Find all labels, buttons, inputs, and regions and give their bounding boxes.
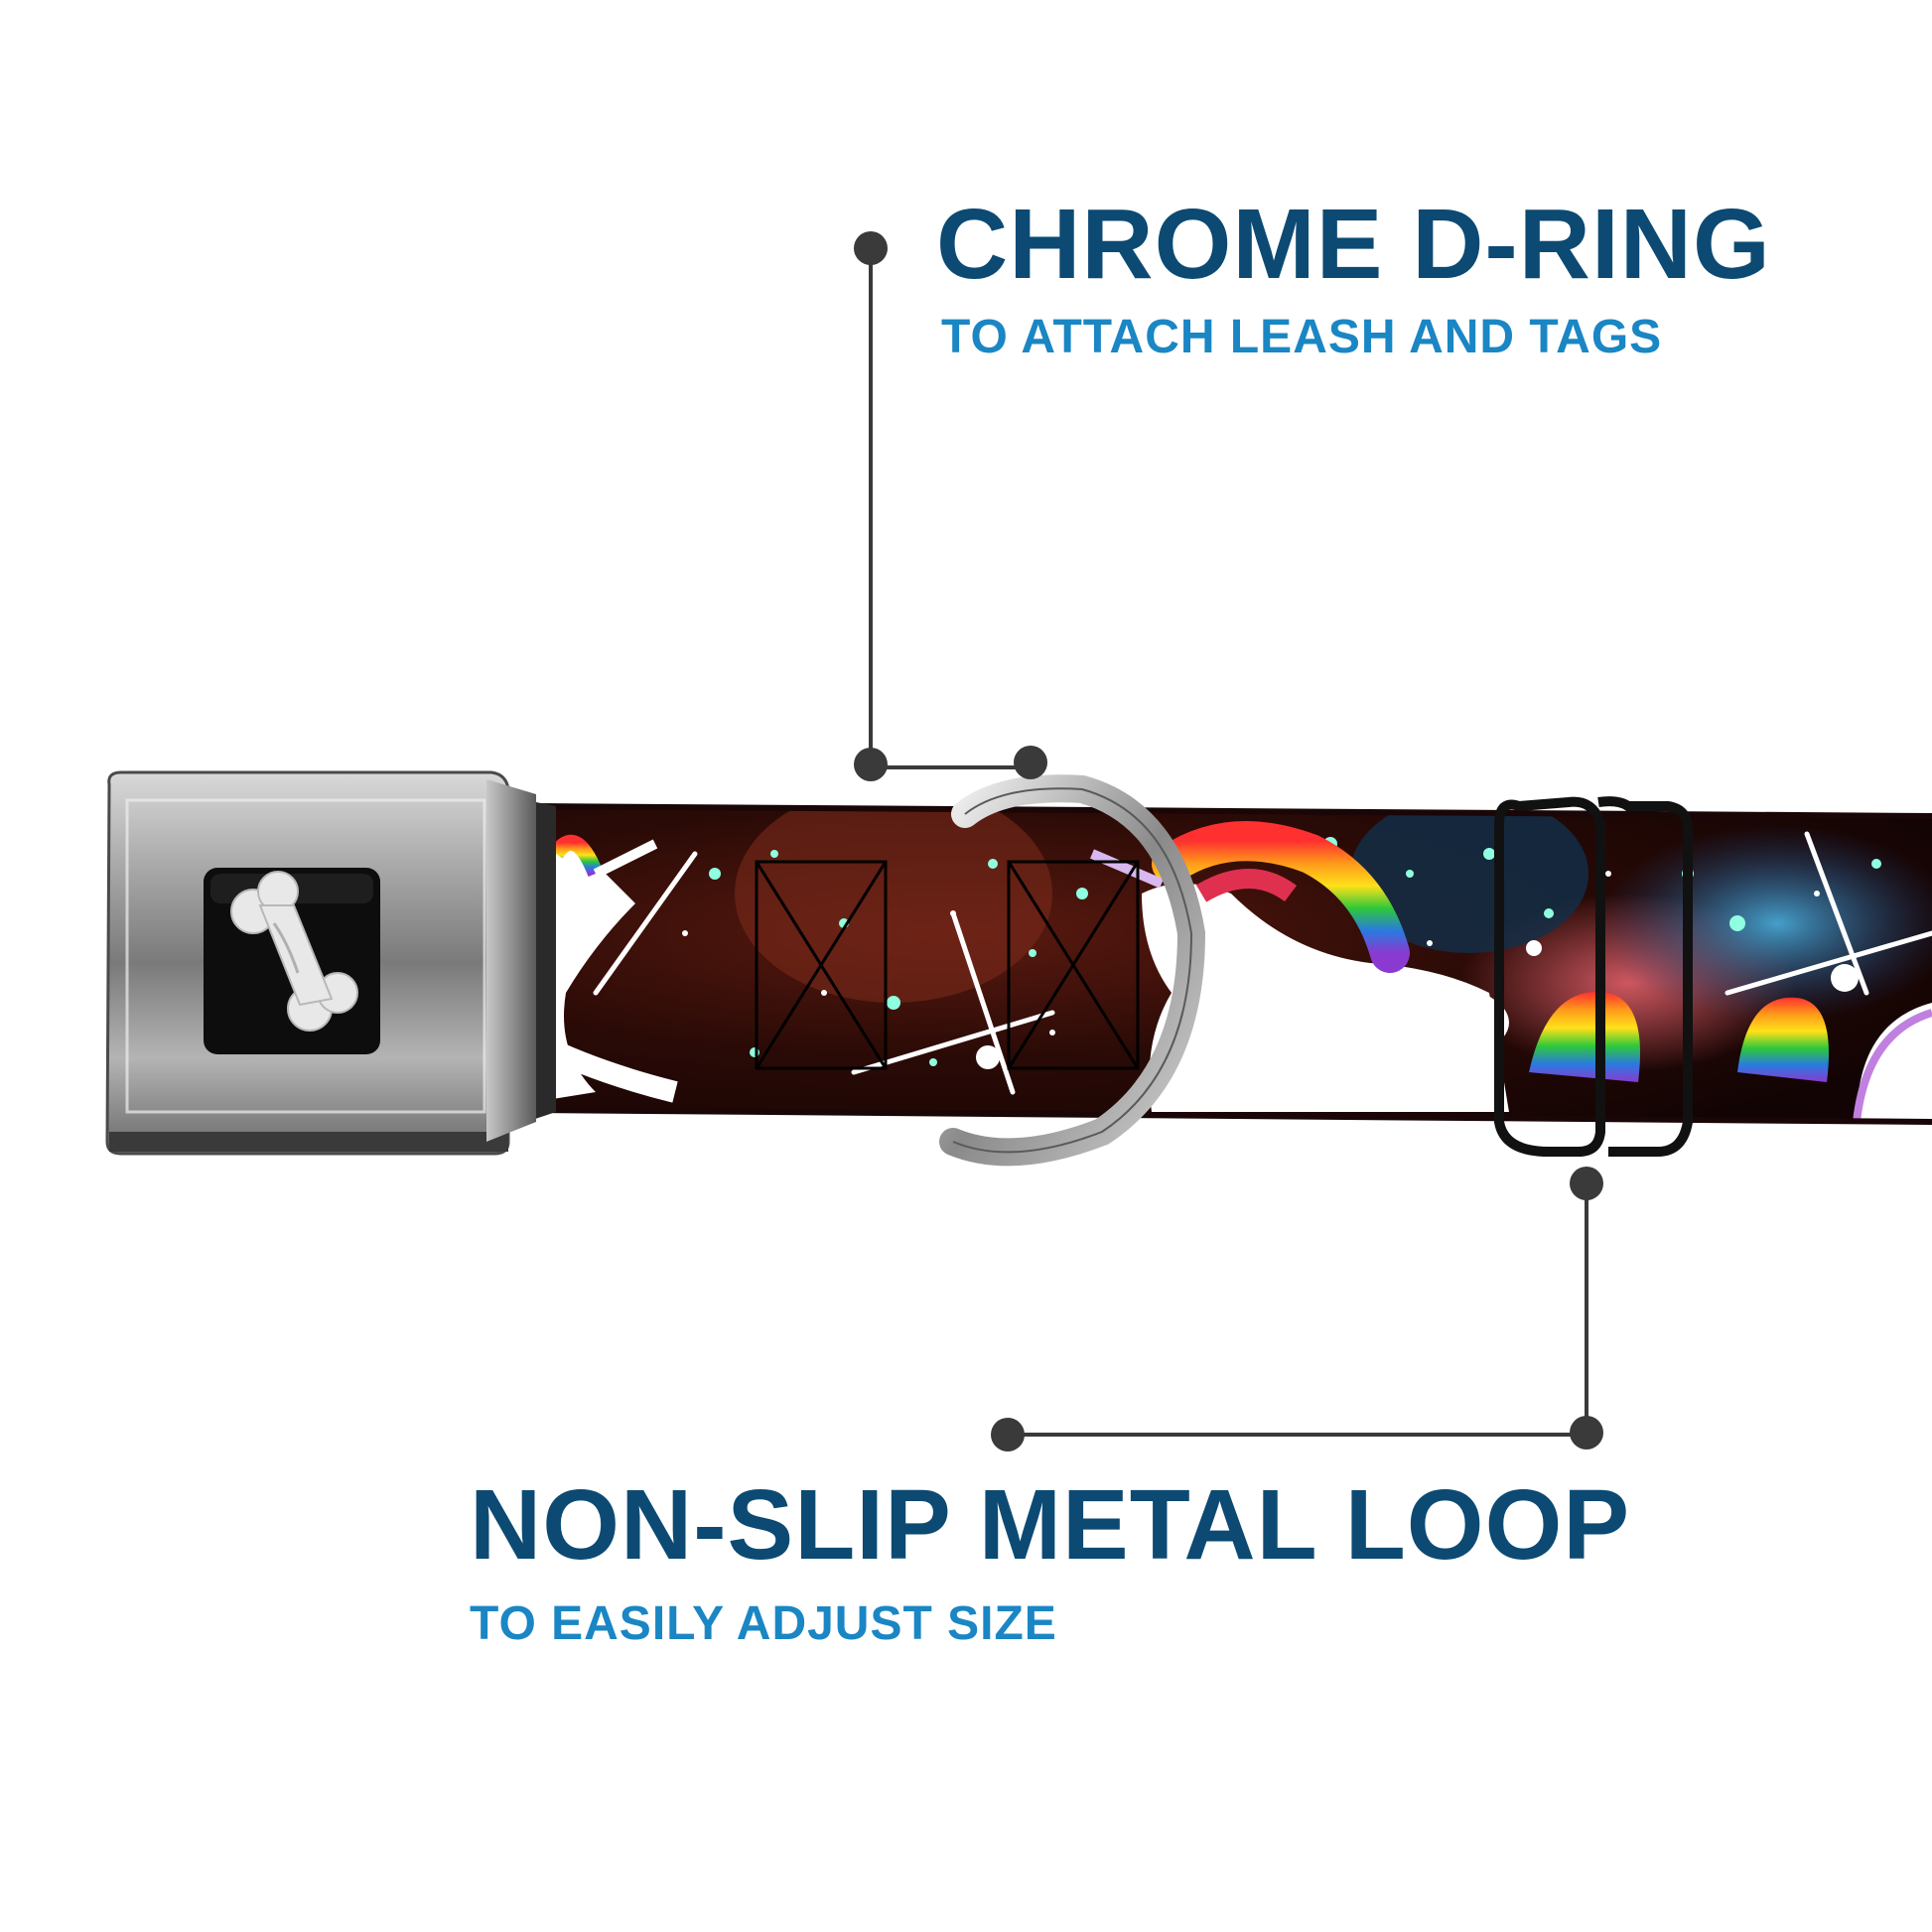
- loop-callout-subtitle: TO EASILY ADJUST SIZE: [470, 1597, 1057, 1650]
- unicorn-center: [1090, 821, 1509, 1112]
- bone-icon: [230, 871, 358, 1032]
- loop-callout-title: NON-SLIP METAL LOOP: [470, 1469, 1631, 1581]
- chrome-d-ring: [939, 774, 1206, 1167]
- stitching: [755, 860, 1140, 1070]
- dring-callout-title: CHROME D-RING: [936, 189, 1771, 300]
- metal-loop: [1494, 796, 1693, 1157]
- collar-strap: [533, 803, 1932, 1125]
- callout-leaders: [854, 231, 1603, 1451]
- dring-callout-subtitle: TO ATTACH LEASH AND TAGS: [941, 311, 1663, 363]
- seatbelt-buckle: [105, 770, 556, 1156]
- rainbow-tails: [1529, 992, 1932, 1122]
